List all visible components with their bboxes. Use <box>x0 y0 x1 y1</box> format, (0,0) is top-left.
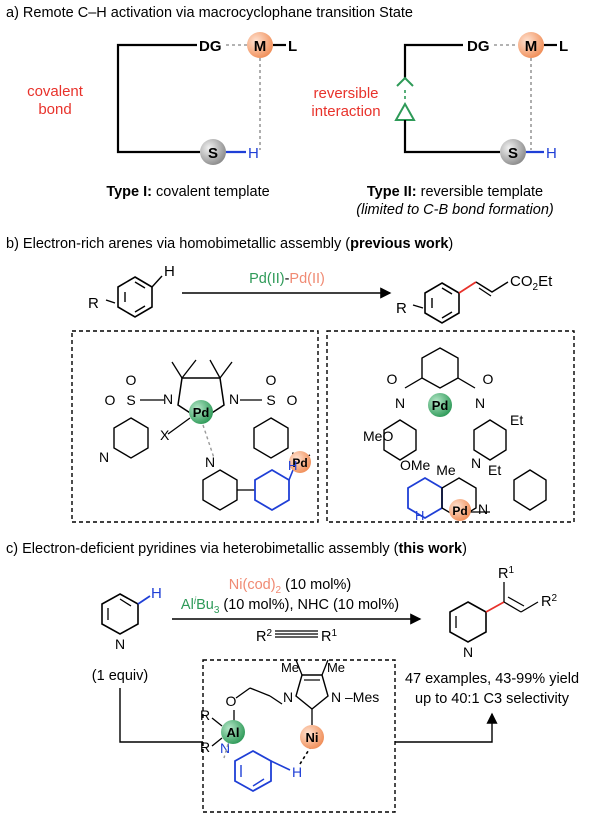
type1-hydrogen-label: H <box>248 145 259 162</box>
right-et2-label: Et <box>488 462 501 478</box>
alkyne-r1: R1 <box>321 628 337 645</box>
type1-substrate-label: S <box>208 145 218 162</box>
section-a-heading: a) Remote C–H activation via macrocyclop… <box>6 5 413 21</box>
svg-text:N: N <box>463 644 473 660</box>
product-b-r: R <box>396 300 407 317</box>
type2-diagram: DG M L S H reversible interaction Type I… <box>311 32 568 218</box>
svg-text:N: N <box>220 740 230 756</box>
type1-bond-label: bond <box>38 101 71 118</box>
complex-al-sphere <box>221 720 245 744</box>
results-line1: 47 examples, 43-99% yield <box>405 671 579 687</box>
svg-text:O: O <box>266 372 277 388</box>
svg-text:O: O <box>387 371 398 387</box>
svg-text:N: N <box>475 395 485 411</box>
svg-text:N: N <box>205 454 215 470</box>
sm-c-hydrogen: H <box>151 585 162 602</box>
section-b-scheme: H R Pd(II)-Pd(II) CO2Et R <box>88 263 553 324</box>
type1-dg-label: DG <box>199 38 222 55</box>
right-et1-label: Et <box>510 412 523 428</box>
right-ncn-label: N <box>478 501 488 517</box>
left-pd-center-sphere <box>189 400 213 424</box>
left-pd-remote-label: Pd <box>292 456 307 470</box>
section-b-reagent: Pd(II)-Pd(II) <box>249 271 325 287</box>
svg-text:N: N <box>229 391 239 407</box>
left-h-label: H <box>288 458 297 473</box>
svg-text:N: N <box>395 395 405 411</box>
svg-text:S: S <box>126 392 135 408</box>
type2-interaction-label: interaction <box>311 103 380 120</box>
svg-text:N: N <box>471 455 481 471</box>
right-pd-center-label: Pd <box>432 398 449 413</box>
svg-text:O: O <box>105 392 116 408</box>
type2-substrate-label: S <box>508 145 518 162</box>
complex-o: O <box>226 693 237 709</box>
type2-dg-label: DG <box>467 38 490 55</box>
right-pd-remote-label: Pd <box>452 504 467 518</box>
type2-ligand-label: L <box>559 38 568 55</box>
section-c-heading: c) Electron-deficient pyridines via hete… <box>6 541 467 557</box>
type2-caption-note: (limited to C-B bond formation) <box>356 202 553 218</box>
type1-metal-label: M <box>254 38 267 55</box>
svg-text:N: N <box>163 391 173 407</box>
right-box-structure: O O N N MeO OMe Et Et Me N N <box>363 347 547 520</box>
complex-al-label: Al <box>227 725 240 740</box>
svg-text:O: O <box>483 371 494 387</box>
type1-ligand-label: L <box>288 38 297 55</box>
left-x-label: X <box>160 427 170 443</box>
section-b-left-box <box>71 330 319 523</box>
type1-covalent-label: covalent <box>27 83 84 100</box>
type2-substrate-sphere <box>500 139 526 165</box>
type1-caption: Type I: covalent template <box>106 184 269 200</box>
reagent-line2: AliBu3 (10 mol%), NHC (10 mol%) <box>181 596 399 616</box>
left-pd-remote-sphere <box>289 451 311 473</box>
svg-text:N: N <box>331 689 341 705</box>
sm-c-equiv: (1 equiv) <box>92 668 148 684</box>
complex-r2: R <box>200 739 210 755</box>
type1-substrate-sphere <box>200 139 226 165</box>
right-h-label: H <box>415 508 424 523</box>
complex-mes: –Mes <box>345 689 379 705</box>
svg-text:S: S <box>266 392 275 408</box>
section-c-complex-box <box>202 659 396 813</box>
alkyne-r2: R2 <box>256 628 272 645</box>
type2-hydrogen-label: H <box>546 145 557 162</box>
svg-text:N: N <box>115 636 125 652</box>
svg-text:O: O <box>126 372 137 388</box>
right-nme-label: Me <box>436 462 456 478</box>
section-b-heading: b) Electron-rich arenes via homobimetall… <box>6 236 453 252</box>
complex-h: H <box>292 764 302 780</box>
sm-b-hydrogen: H <box>164 263 175 280</box>
complex-structure: O N N Me Me –Mes N H R R <box>200 659 379 793</box>
complex-ni-sphere <box>300 725 324 749</box>
type2-metal-sphere <box>518 32 544 58</box>
type1-metal-sphere <box>247 32 273 58</box>
reagent-line1: Ni(cod)2 (10 mol%) <box>229 577 351 596</box>
complex-r1: R <box>200 707 210 723</box>
product-b-group: CO2Et <box>510 273 553 293</box>
type2-metal-label: M <box>525 38 538 55</box>
complex-me1: Me <box>281 660 299 675</box>
right-ome-label: OMe <box>400 457 431 473</box>
section-c-scheme: N H (1 equiv) Ni(cod)2 (10 mol%) AliBu3 … <box>92 565 579 743</box>
complex-ni-label: Ni <box>306 730 319 745</box>
type1-diagram: DG M L S H covalent bond Type I: covalen… <box>27 32 297 200</box>
svg-text:O: O <box>287 392 298 408</box>
right-pd-remote-sphere <box>449 499 471 521</box>
left-pd-center-label: Pd <box>193 405 210 420</box>
right-meo-label: MeO <box>363 428 393 444</box>
type2-reversible-label: reversible <box>313 85 378 102</box>
sm-b-r: R <box>88 295 99 312</box>
svg-text:N: N <box>283 689 293 705</box>
complex-me2: Me <box>327 660 345 675</box>
type2-caption: Type II: reversible template <box>367 184 543 200</box>
product-r2: R2 <box>541 593 557 610</box>
right-pd-center-sphere <box>428 393 452 417</box>
product-r1: R1 <box>498 565 514 582</box>
results-line2: up to 40:1 C3 selectivity <box>415 691 570 707</box>
svg-text:N: N <box>99 449 109 465</box>
left-box-structure: N N S O O S O O N N Pd X N <box>99 359 311 512</box>
section-b-right-box <box>326 330 575 523</box>
